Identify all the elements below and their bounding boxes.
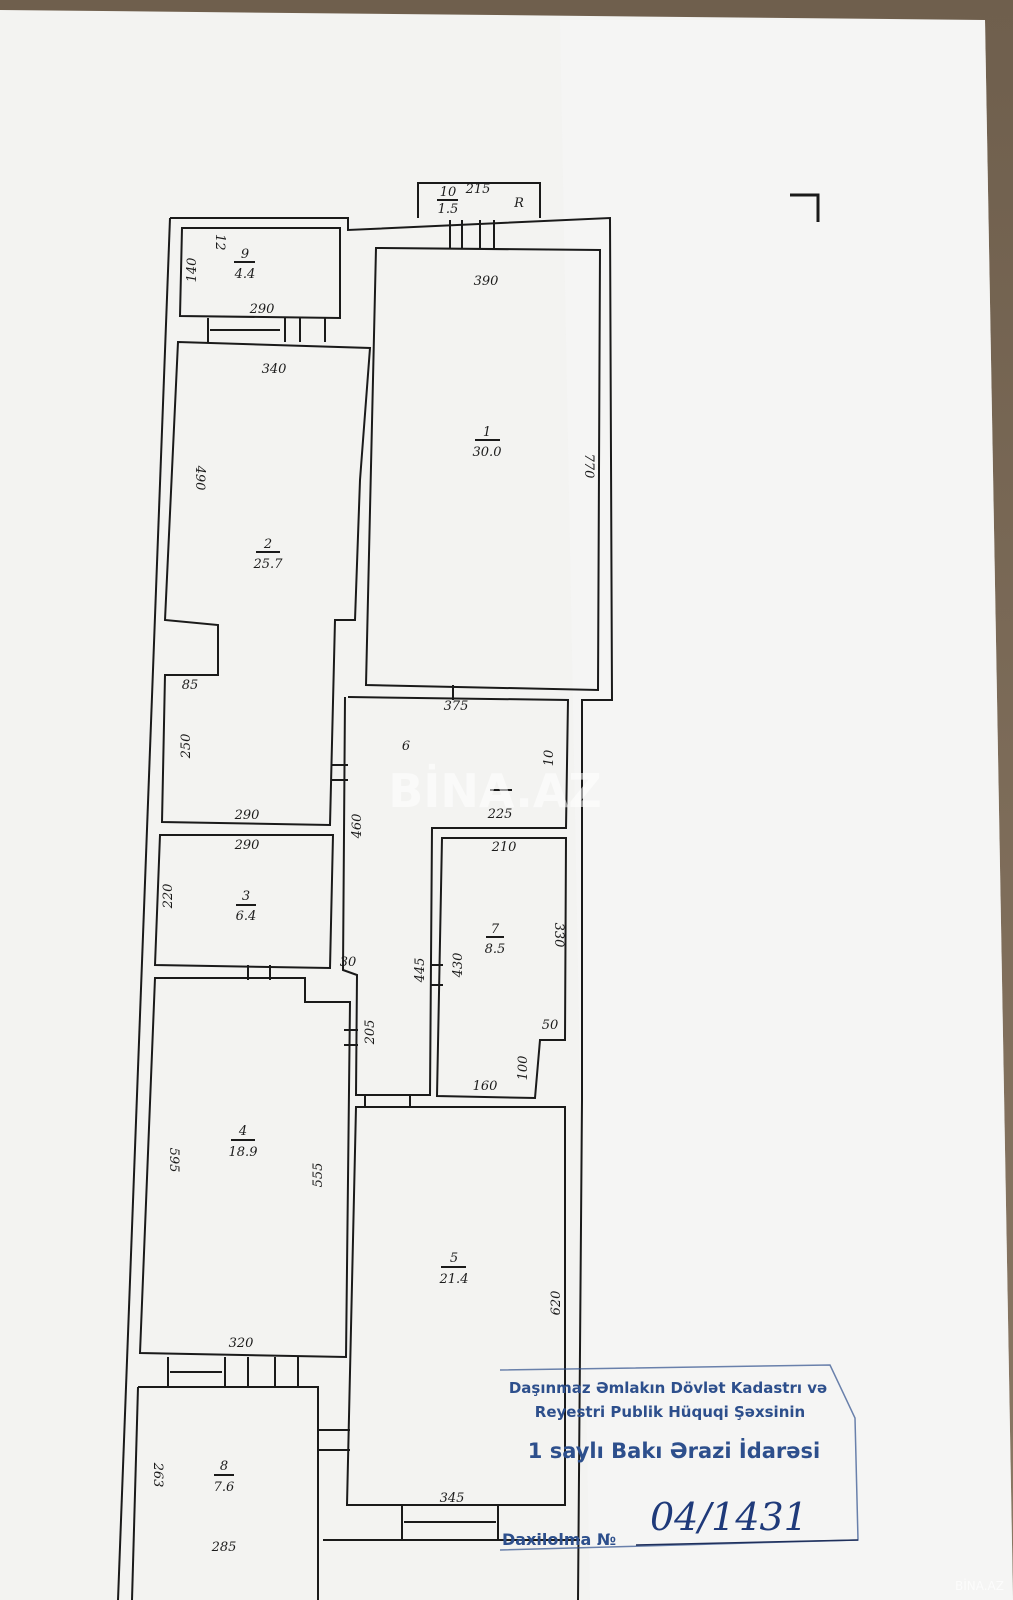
room-number-7: 7 [491,922,500,937]
dim-330: 330 [551,923,566,948]
stamp-line-1: Daşınmaz Əmlakın Dövlət Kadastrı və [509,1379,827,1397]
dim-390: 390 [474,274,499,289]
dim-340: 340 [262,362,287,377]
dim-290-mid: 290 [234,808,260,823]
room-area-3: 6.4 [236,909,257,924]
room-number-6: 6 [402,739,410,754]
stamp-line-2: Reyestri Publik Hüquqi Şəxsinin [535,1403,805,1421]
room-number-9: 9 [241,247,249,262]
room-number-2: 2 [263,537,272,552]
dim-430: 430 [451,953,466,979]
outer-wall-right [170,216,614,1600]
door-2-6 [332,764,348,781]
wall-room-10 [417,182,541,218]
dim-555: 555 [311,1163,326,1188]
wall-room-7 [435,837,568,1100]
dim-770: 770 [581,454,596,479]
wall-room-3 [153,834,335,970]
dim-595: 595 [166,1148,181,1173]
room-area-10: 1.5 [438,202,459,217]
dim-210: 210 [491,840,517,855]
room-area-1: 30.0 [473,445,502,460]
dim-290-top: 290 [249,302,275,317]
window-room-5 [401,1505,499,1540]
room-number-3: 3 [242,889,250,904]
stamp-reg-label: Daxilolma № [502,1530,616,1549]
wall-room-4 [138,977,352,1359]
room-area-8: 7.6 [214,1480,235,1495]
dim-160: 160 [473,1079,498,1094]
dim-375: 375 [444,699,469,714]
dim-205: 205 [363,1020,378,1046]
dim-225: 225 [487,807,513,822]
outer-wall-left [117,217,171,1600]
dim-250: 250 [179,734,194,760]
paper-highlight [560,20,1013,1600]
dim-220: 220 [161,884,176,910]
dim-263: 263 [150,1462,165,1488]
wall-room-8 [138,1386,319,1600]
room-area-7: 8.5 [485,942,506,957]
stamp-reg-number: 04/1431 [650,1495,808,1539]
dim-140: 140 [185,258,200,283]
dim-12: 12 [212,234,227,251]
room-number-10: 10 [440,185,457,200]
room-number-1: 1 [483,425,491,440]
dim-345: 345 [440,1491,465,1506]
balcony-mark: R [513,196,524,211]
dim-285: 285 [211,1540,237,1555]
stamp-line-3: 1 saylı Bakı Ərazi İdarəsi [528,1438,820,1463]
registry-stamp: Daşınmaz Əmlakın Dövlət Kadastrı və Reye… [499,1364,859,1551]
plan-walls [117,182,614,1600]
room-area-4: 18.9 [229,1145,258,1160]
dim-320: 320 [229,1336,254,1351]
corner-crop-mark [790,193,820,222]
room-number-5: 5 [450,1251,458,1266]
dim-445: 445 [413,958,428,984]
dim-100: 100 [516,1056,531,1081]
room-area-9: 4.4 [234,267,256,282]
dim-620: 620 [549,1291,564,1316]
dim-85: 85 [182,678,199,693]
door-4 [344,1029,358,1046]
stamp-reg-line [635,1539,859,1546]
dim-215: 215 [465,182,491,197]
window-room-2 [207,318,326,342]
wall-room-8-left [131,1386,139,1600]
wall-room-1 [364,246,602,692]
dim-490: 490 [192,465,207,491]
door-7 [430,964,443,986]
wall-room-6 [341,696,570,1096]
dim-30: 30 [340,955,357,970]
dim-290-low: 290 [234,838,260,853]
room-number-8: 8 [220,1459,228,1474]
corner-watermark: BİNA.AZ [955,1578,1004,1593]
dimension-labels: 215 12 140 290 390 340 770 490 85 250 29… [150,182,596,1555]
wall-room-9 [178,227,341,320]
room-area-5: 21.4 [439,1272,469,1287]
wall-room-5 [345,1106,566,1506]
room-area-2: 25.7 [253,557,284,572]
door-3 [247,965,271,980]
dim-10: 10 [542,750,557,767]
door-5 [364,1095,411,1108]
dim-460: 460 [350,814,365,840]
room-number-4: 4 [238,1124,247,1139]
bina-az-watermark: BİNA.AZ [388,764,602,818]
window-room-8 [167,1357,299,1387]
door-8 [318,1429,350,1451]
window-top [449,220,495,248]
wall-room-2 [160,340,372,827]
dim-50: 50 [542,1018,559,1033]
